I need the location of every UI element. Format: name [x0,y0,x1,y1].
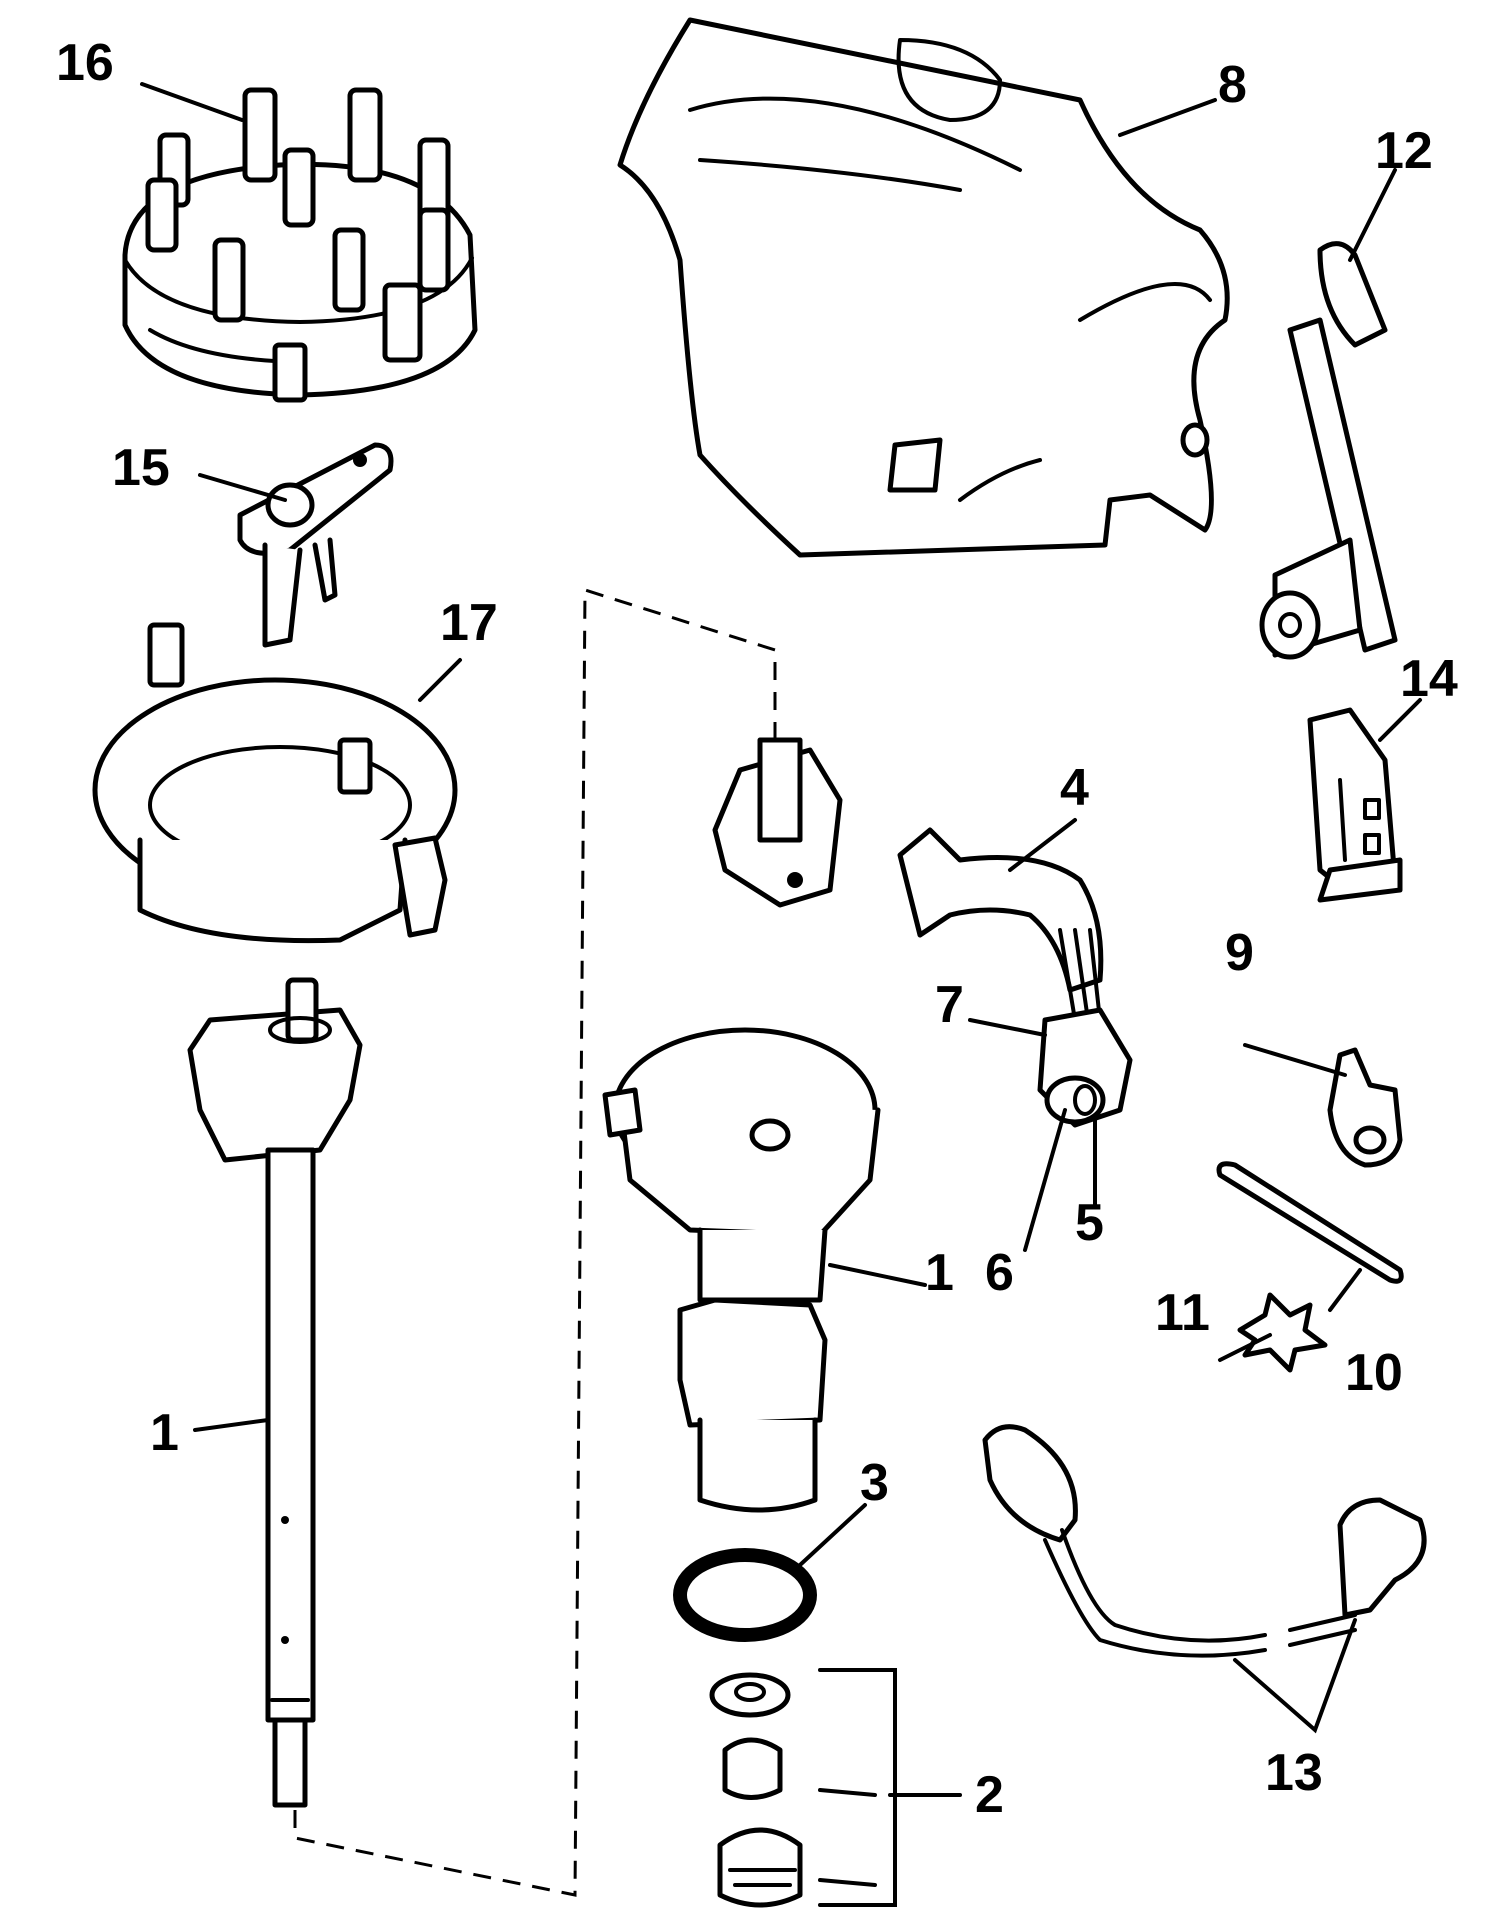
callout-1-right: 1 [925,1244,954,1302]
callout-numbers: 16 15 17 8 12 14 4 9 7 5 6 1 11 10 1 3 2… [56,34,1458,1824]
callout-4: 4 [1060,759,1089,817]
callout-9: 9 [1225,924,1254,982]
distributor-shaft [187,977,363,1808]
callout-12: 12 [1375,122,1433,180]
callout-5: 5 [1075,1194,1104,1252]
housing-ring [92,622,458,944]
callout-7: 7 [935,976,964,1034]
distributor-cap [122,87,478,403]
ignition-wire-short [1259,241,1398,660]
callout-8: 8 [1218,56,1247,114]
callout-2: 2 [975,1766,1004,1824]
star-washer [1237,1292,1328,1373]
leader-lines [140,82,1422,1907]
terminal [1327,1047,1403,1168]
o-ring [673,1548,817,1642]
callout-10: 10 [1345,1344,1403,1402]
callout-14: 14 [1400,650,1458,708]
callout-16: 16 [56,34,114,92]
comb-clip [1216,1161,1404,1284]
callout-3: 3 [860,1454,889,1512]
connector-block [1307,707,1403,903]
assembly-guide-line [293,587,777,1897]
gear-kit [709,1672,877,1908]
callout-11: 11 [1155,1284,1210,1342]
distributor-shield [617,17,1230,558]
callout-15: 15 [112,439,170,497]
callout-6: 6 [985,1244,1014,1302]
callout-13: 13 [1265,1744,1323,1802]
callout-1-left: 1 [150,1404,179,1462]
rotor [237,442,394,648]
pickup-coil-harness [712,737,1133,1128]
callout-17: 17 [440,594,498,652]
distributor-housing [602,1027,881,1513]
spark-plug-wire [982,1424,1427,1658]
